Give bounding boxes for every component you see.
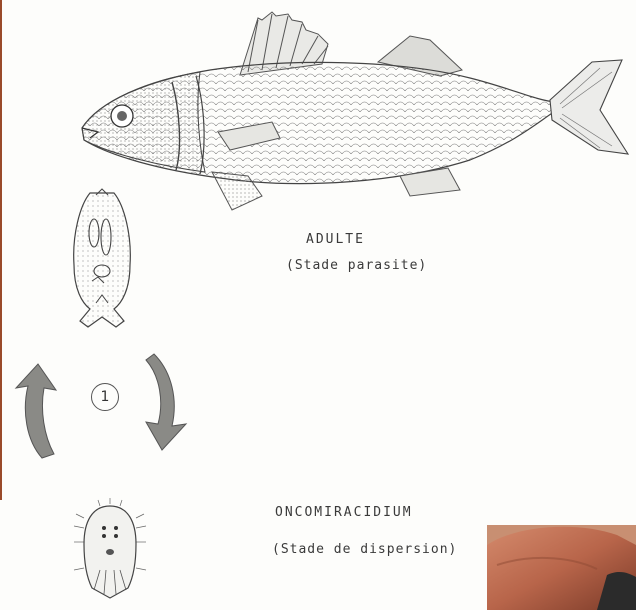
curved-arrow-down-icon	[140, 352, 200, 452]
curved-arrow-up-icon	[4, 360, 64, 460]
larva-stage-description: (Stade de dispersion)	[272, 542, 457, 557]
monogenean-adult-illustration	[62, 185, 142, 335]
cycle-number-badge: 1	[91, 383, 119, 411]
adult-stage-description: (Stade parasite)	[286, 258, 427, 273]
finger-photo-fragment	[487, 525, 636, 610]
adult-stage-name: ADULTE	[306, 232, 365, 247]
larva-stage-name: ONCOMIRACIDIUM	[275, 505, 413, 520]
oncomiracidium-illustration	[70, 498, 150, 608]
